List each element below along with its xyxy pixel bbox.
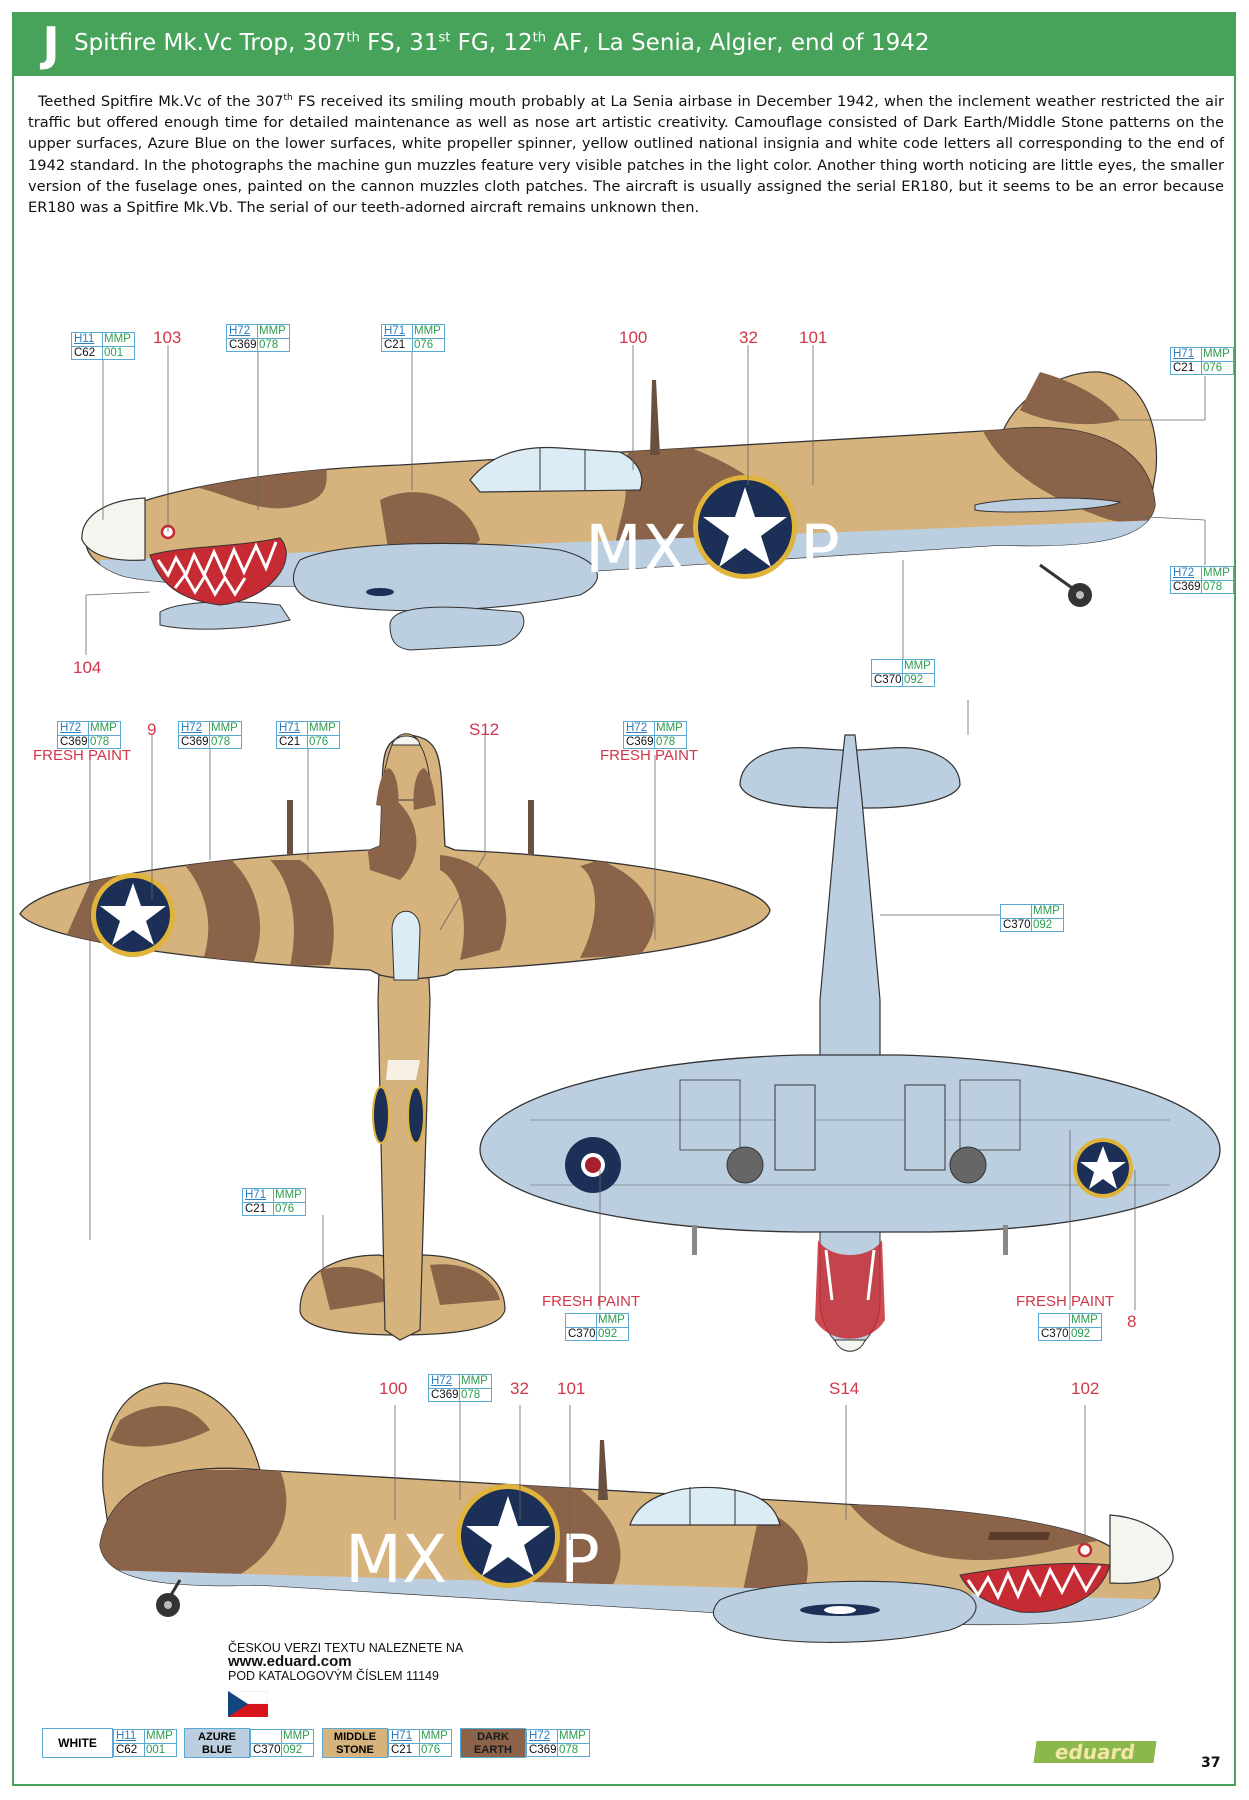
- top-view: [19, 733, 771, 1341]
- czech-version-note: ČESKOU VERZI TEXTU NALEZNETE NA www.edua…: [228, 1641, 463, 1717]
- individual-letter-top: P: [800, 511, 840, 588]
- czech-flag-icon: [228, 1691, 268, 1717]
- callout-8: 8: [1127, 1312, 1137, 1331]
- leader-lines: [85, 345, 1206, 1545]
- callout-100-bottom: 100: [379, 1379, 408, 1398]
- fresh-paint-label: FRESH PAINT: [1016, 1293, 1115, 1310]
- page-header: J Spitfire Mk.Vc Trop, 307th FS, 31st FG…: [12, 12, 1236, 76]
- legend-earth-swatch: DARK EARTH: [460, 1728, 526, 1758]
- right-profile: MX P: [99, 1382, 1174, 1643]
- callout-s12: S12: [469, 720, 500, 739]
- fresh-paint-label: FRESH PAINT: [33, 747, 132, 764]
- callout-32: 32: [739, 328, 758, 347]
- eduard-logo: eduard: [1033, 1740, 1157, 1764]
- code-letters-bottom: MX: [345, 1521, 447, 1598]
- profile-title: Spitfire Mk.Vc Trop, 307th FS, 31st FG, …: [74, 30, 930, 56]
- callout-100: 100: [619, 328, 648, 347]
- callout-101-bottom: 101: [557, 1379, 586, 1398]
- legend-stone-swatch: MIDDLE STONE: [322, 1728, 388, 1758]
- callout-104: 104: [73, 658, 102, 677]
- bottom-view: [479, 734, 1221, 1352]
- eduard-url[interactable]: www.eduard.com: [228, 1653, 352, 1670]
- callout-s14: S14: [829, 1379, 860, 1398]
- callout-101: 101: [799, 328, 828, 347]
- callout-102: 102: [1071, 1379, 1100, 1398]
- legend-azure-swatch: AZURE BLUE: [184, 1728, 250, 1758]
- fresh-paint-label: FRESH PAINT: [600, 747, 699, 764]
- page-number: 37: [1201, 1755, 1221, 1771]
- intro-text: Teethed Spitfire Mk.Vc of the 307th FS r…: [28, 93, 1224, 217]
- individual-letter-bottom: P: [560, 1521, 600, 1598]
- fresh-paint-label: FRESH PAINT: [542, 1293, 641, 1310]
- callout-32-bottom: 32: [510, 1379, 529, 1398]
- code-letters-top: MX: [585, 511, 687, 588]
- callout-9: 9: [147, 720, 157, 739]
- callout-103: 103: [153, 328, 182, 347]
- profile-letter: J: [42, 17, 60, 71]
- legend-white-swatch: WHITE: [42, 1728, 113, 1758]
- left-profile: MX P: [81, 371, 1158, 651]
